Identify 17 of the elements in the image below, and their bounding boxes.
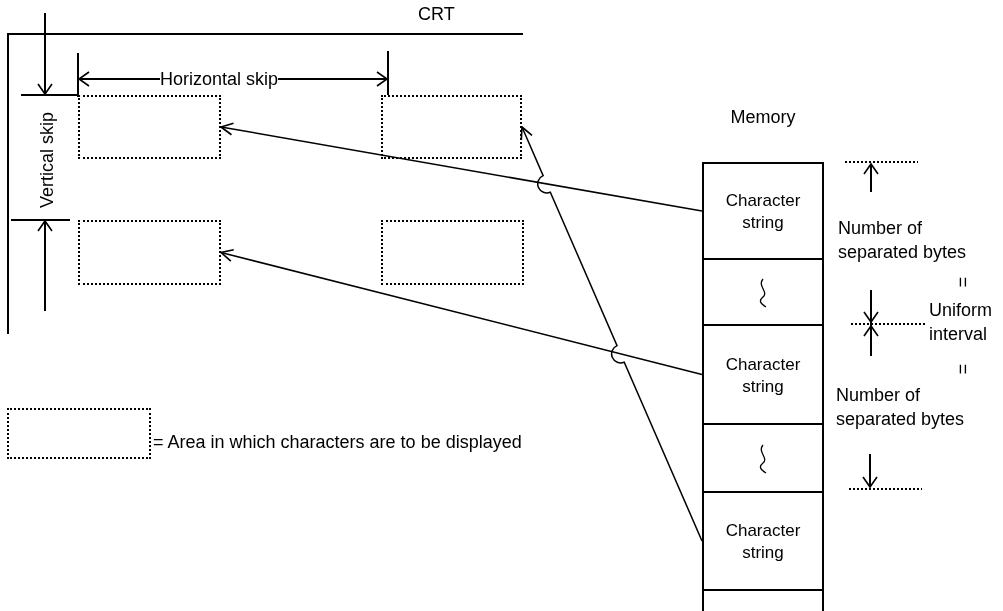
memory-cell	[702, 258, 824, 326]
display-area	[78, 95, 221, 159]
arrow	[220, 248, 703, 376]
memory-cell: Character string	[702, 324, 824, 425]
arrow	[220, 122, 703, 212]
memory-cell: Character string	[702, 491, 824, 591]
display-area	[381, 95, 522, 159]
equals-sign: =	[952, 276, 975, 288]
memory-title: Memory	[729, 106, 797, 129]
screen-title: CRT	[418, 3, 455, 26]
display-area	[78, 220, 221, 285]
memory-cell: Character string	[702, 162, 824, 260]
memory-cell	[702, 423, 824, 493]
arrow	[520, 126, 703, 542]
display-area	[381, 220, 524, 285]
memory-cell	[702, 589, 824, 611]
equals-sign: =	[952, 363, 975, 375]
